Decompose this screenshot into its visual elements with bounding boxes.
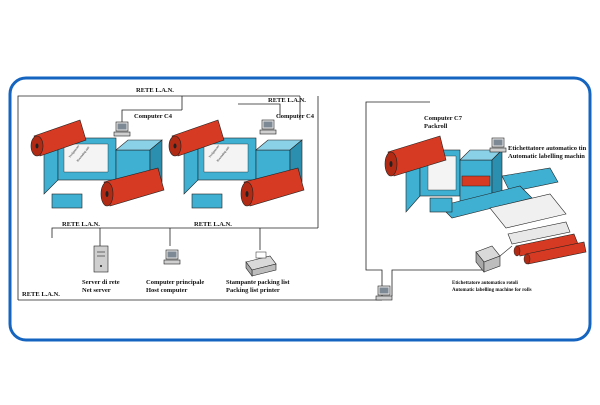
printer-icon [245,251,277,277]
packing-machine-2: Svolgimento Rewinding unit [183,137,303,209]
fabric-roll-packroll [384,135,447,177]
labeller-label-it: Etichettatore automatico tin [508,145,587,152]
computer-c4-label-2: Computer C4 [276,113,315,120]
lan-label-top-right: RETE L.A.N. [268,97,306,104]
roll-labeller-label-it: Etichettatore automatico rotoli [452,281,519,286]
server-icon [93,245,109,273]
computer-icon [375,285,393,301]
host-computer-label-en: Host computer [146,287,187,294]
computer-icon [489,137,507,153]
computer-c7-label: Computer C7 [424,115,463,122]
lan-label-mid-right: RETE L.A.N. [194,221,232,228]
lan-label-bottom: RETE L.A.N. [22,291,60,298]
computer-icon [113,121,131,137]
host-computer-label-it: Computer principale [146,279,204,286]
lan-label-mid-left: RETE L.A.N. [62,221,100,228]
fabric-roll-1b [100,167,165,207]
printer-label-it: Stampante packing list [226,279,290,286]
computer-icon [259,119,277,135]
roll-labeller-label-en: Automatic labelling machine for rolls [452,288,532,293]
labeller-icon [475,245,513,273]
net-server-label-it: Server di rete [82,279,120,286]
computer-c4-label-1: Computer C4 [134,113,173,120]
wrapped-rolls [507,221,587,265]
computer-icon [163,249,181,265]
lan-label-top-left: RETE L.A.N. [136,87,174,94]
lan-wiring [17,95,487,301]
net-server-label-en: Net server [82,287,111,294]
fabric-roll-2b [240,167,305,207]
fabric-roll-2a [168,119,225,157]
labeller-label-en: Automatic labelling machin [508,153,585,160]
printer-label-en: Packing list printer [226,287,280,294]
fabric-roll-1a [30,119,87,157]
packroll-label: Packroll [424,123,448,130]
